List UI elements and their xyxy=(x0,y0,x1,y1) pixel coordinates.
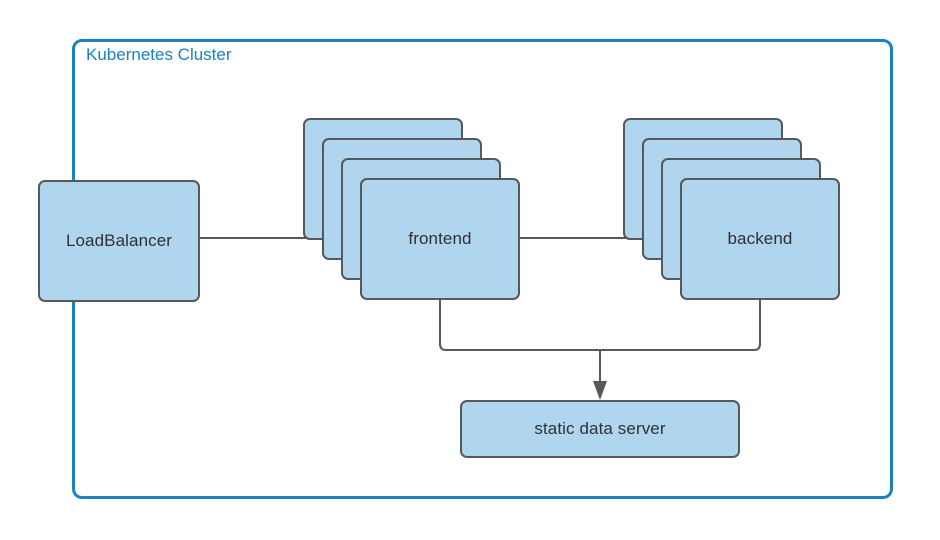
node-frontend-stack[interactable]: frontend xyxy=(303,118,520,300)
node-frontend-label: frontend xyxy=(408,229,472,248)
node-backend-stack[interactable]: backend xyxy=(623,118,840,300)
kubernetes-cluster-label: Kubernetes Cluster xyxy=(86,45,232,64)
edge-backend-to-static-data-server xyxy=(600,300,761,351)
edge-frontend-to-static-data-server xyxy=(439,300,600,351)
edge-merged-to-static-data-server xyxy=(593,350,607,400)
node-loadbalancer[interactable]: LoadBalancer xyxy=(38,180,200,302)
node-loadbalancer-label: LoadBalancer xyxy=(65,231,173,250)
node-backend-label: backend xyxy=(727,229,793,248)
node-frontend-replica-4[interactable]: frontend xyxy=(360,178,520,300)
node-static-data-server[interactable]: static data server xyxy=(460,400,740,458)
node-static-data-server-label: static data server xyxy=(534,419,666,438)
node-backend-replica-4[interactable]: backend xyxy=(680,178,840,300)
